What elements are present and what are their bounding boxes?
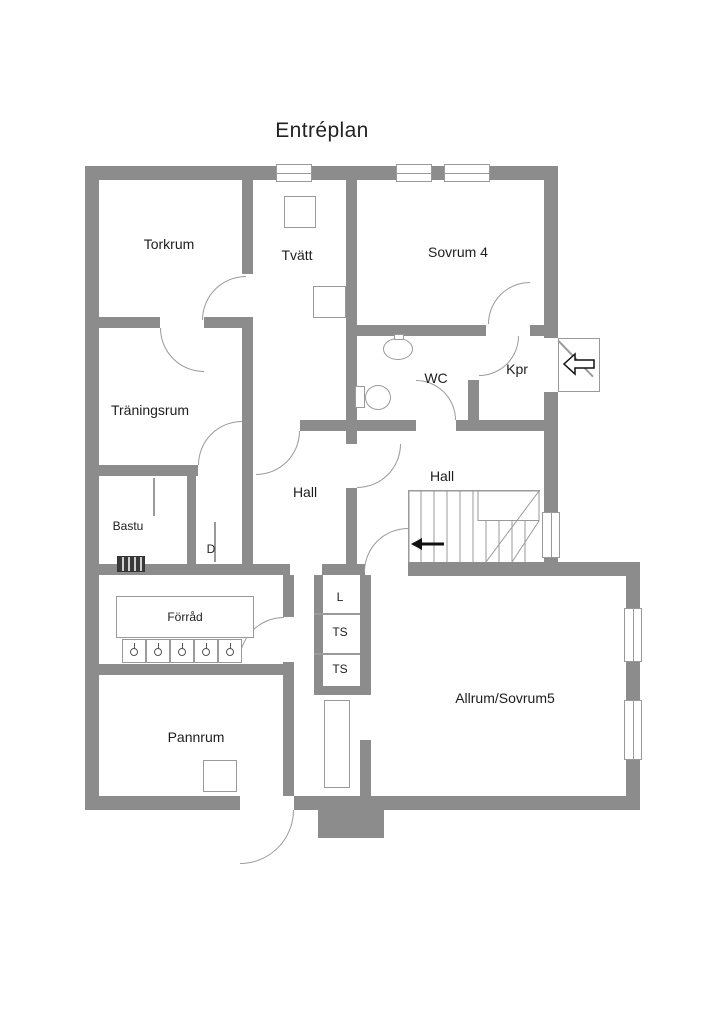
window: [624, 700, 642, 760]
wall-segment: [346, 420, 416, 431]
wall-segment: [314, 575, 323, 695]
room-label-dusch: D: [206, 542, 216, 556]
window: [444, 164, 490, 182]
wall-segment: [360, 740, 371, 796]
room-label-torkrum: Torkrum: [143, 236, 195, 252]
wall-segment: [187, 476, 196, 570]
closet-divider: [314, 653, 360, 655]
wall-segment: [360, 575, 371, 695]
door-arc-tvatt: [256, 431, 300, 475]
window: [542, 512, 560, 558]
room-label-ts-upper: TS: [332, 625, 348, 639]
wall-segment: [468, 380, 479, 431]
wardrobe-hanger-icon: [218, 639, 242, 663]
wardrobe-hanger-icon: [194, 639, 218, 663]
wall-segment: [314, 686, 360, 695]
door-arc-torkrum: [202, 276, 246, 320]
chimney-base: [318, 810, 384, 838]
bastu-door-leaf: [153, 478, 155, 516]
wall-segment: [346, 488, 357, 570]
stairs-direction-arrow-icon: [411, 538, 444, 550]
wc-sink: [383, 338, 413, 360]
door-arc-sovrum4: [488, 282, 530, 324]
room-label-hall-left: Hall: [292, 484, 318, 500]
toilet-tank: [355, 386, 365, 408]
window: [396, 164, 432, 182]
entrance-arrow-icon: [562, 352, 595, 376]
sauna-heater: [117, 556, 145, 572]
wall-segment: [92, 664, 294, 675]
window: [624, 608, 642, 662]
room-label-bastu: Bastu: [112, 519, 144, 533]
room-label-ts-lower: TS: [332, 662, 348, 676]
wall-segment: [204, 317, 253, 328]
door-arc-traningsrum: [160, 328, 204, 372]
wall-segment: [283, 575, 294, 617]
stairs: [408, 490, 540, 562]
room-label-allrum: Allrum/Sovrum5: [455, 690, 555, 706]
forrad-shelf: [116, 596, 254, 638]
sliding-door-panel: [324, 700, 350, 788]
door-arc-dusch: [198, 421, 242, 465]
door-arc-hall: [357, 444, 401, 488]
room-label-kpr: Kpr: [506, 361, 528, 377]
wall-segment: [322, 564, 365, 575]
wardrobe-hanger-icon: [146, 639, 170, 663]
wall-segment: [92, 317, 160, 328]
wall-segment: [456, 420, 558, 431]
room-label-sovrum4: Sovrum 4: [428, 244, 488, 260]
room-label-pannrum: Pannrum: [167, 729, 225, 745]
wall-segment: [92, 465, 198, 476]
door-arc-wc: [416, 380, 456, 420]
wall-segment: [92, 564, 290, 575]
toilet-bowl: [365, 385, 391, 410]
wall-segment: [346, 336, 357, 444]
washing-machine: [284, 196, 316, 228]
wall-segment: [346, 325, 486, 336]
wardrobe-hanger-icon: [170, 639, 194, 663]
wardrobe-hanger-icon: [122, 639, 146, 663]
room-label-forrad: Förråd: [167, 610, 203, 624]
closet-divider: [314, 613, 360, 615]
door-arc-allrum: [364, 528, 408, 572]
wall-segment: [300, 420, 346, 431]
wall-segment: [242, 318, 253, 564]
wall-outer-right-upper: [544, 166, 558, 338]
room-label-tvatt: Tvätt: [281, 247, 313, 263]
wall-segment: [242, 180, 253, 274]
page-title: Entréplan: [275, 119, 369, 142]
room-label-hall-right: Hall: [429, 468, 455, 484]
boiler: [203, 760, 237, 792]
wall-outer-bottom: [294, 796, 640, 810]
wall-allrum-top: [408, 562, 640, 576]
wall-outer-left: [85, 166, 99, 810]
appliance: [313, 286, 346, 318]
wall-segment: [530, 325, 558, 336]
wall-segment: [283, 675, 294, 796]
room-label-traningsrum: Träningsrum: [110, 402, 190, 418]
room-label-wc: WC: [424, 370, 448, 386]
room-label-closet-l: L: [336, 590, 344, 604]
door-arc-pannrum-exterior: [240, 810, 294, 864]
window: [276, 164, 312, 182]
wall-segment: [346, 180, 357, 325]
wc-sink-tap: [394, 334, 404, 340]
wall-outer-top: [85, 166, 558, 180]
dusch-door-leaf: [214, 522, 216, 562]
wall-outer-bottom: [85, 796, 240, 810]
